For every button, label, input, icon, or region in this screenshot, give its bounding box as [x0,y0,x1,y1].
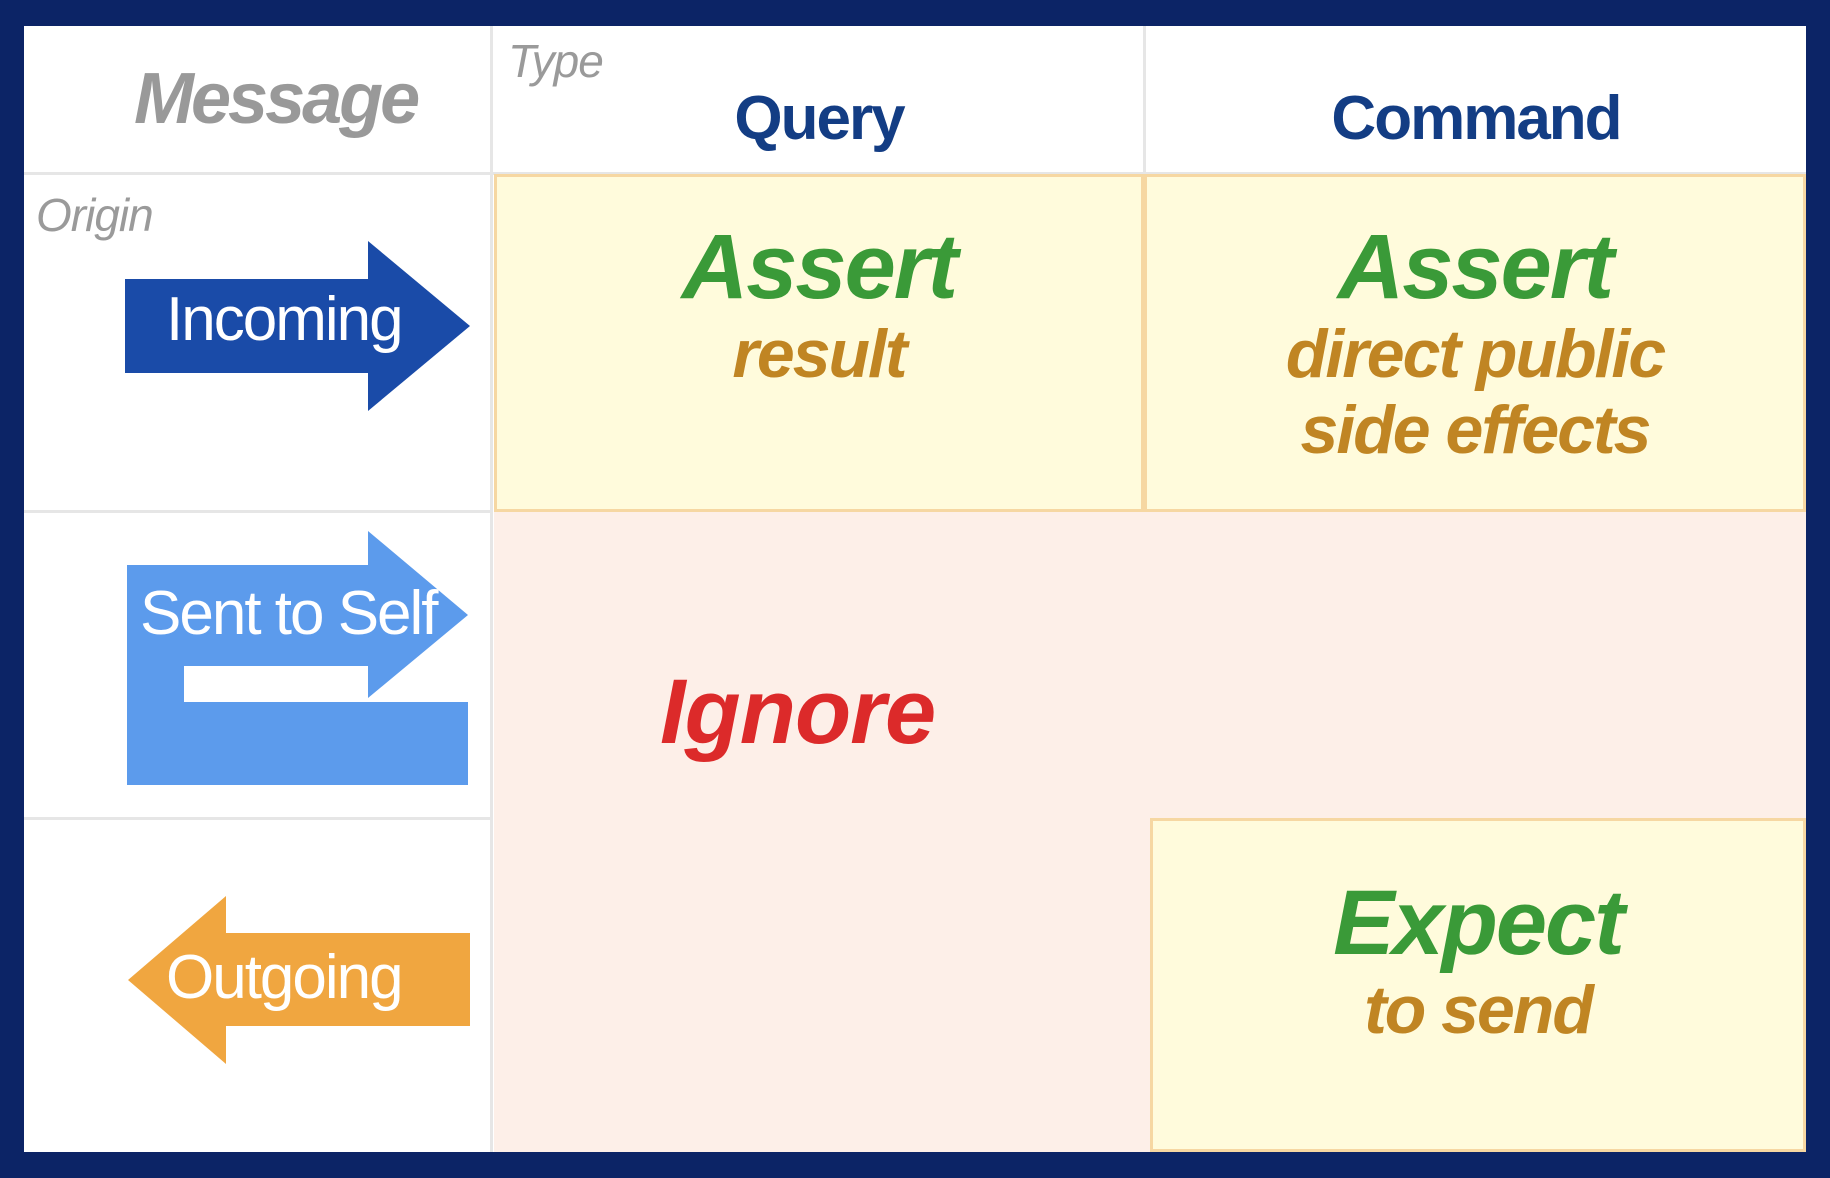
sent-to-self-arrow-icon [127,531,468,785]
row-label-outgoing: Outgoing [166,943,404,1012]
grid-line-header [24,172,1806,175]
row-label-sent-to-self: Sent to Self [140,579,439,648]
grid-line-vertical-1 [490,26,493,1152]
detail-result: result [732,315,907,392]
detail-direct-public: direct public [1285,315,1666,392]
cell-incoming-command: Assert direct public side effects [1144,174,1806,512]
axis-label-origin: Origin [36,189,154,241]
incoming-arrow-icon [125,241,470,411]
detail-to-send: to send [1364,971,1594,1048]
ignore-label: Ignore [660,661,936,763]
corner-label-message: Message [134,59,420,139]
grid-line-vertical-2 [1143,26,1146,176]
action-assert-side-effects: Assert [1337,216,1614,318]
grid-line-row-2 [24,817,490,820]
detail-side-effects: side effects [1300,391,1652,468]
axis-label-type: Type [508,35,604,87]
column-header-command: Command [1331,83,1622,153]
action-expect: Expect [1333,872,1625,974]
cell-incoming-query: Assert result [494,174,1144,512]
row-label-incoming: Incoming [166,285,404,354]
grid-line-row-1 [24,510,490,513]
column-header-query: Query [734,83,905,153]
action-assert-result: Assert [681,216,958,318]
outgoing-arrow-icon [128,896,470,1064]
cell-outgoing-command: Expect to send [1150,818,1806,1152]
